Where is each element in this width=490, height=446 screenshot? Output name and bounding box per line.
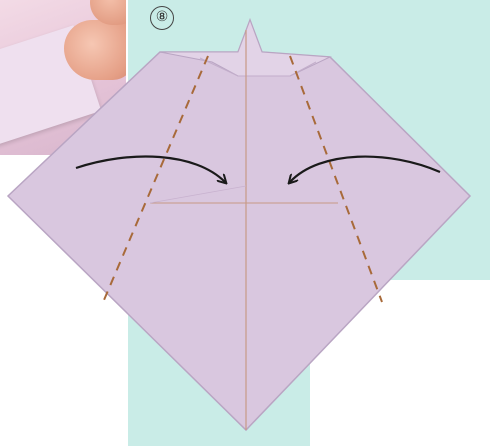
paper-sheet <box>8 20 470 430</box>
